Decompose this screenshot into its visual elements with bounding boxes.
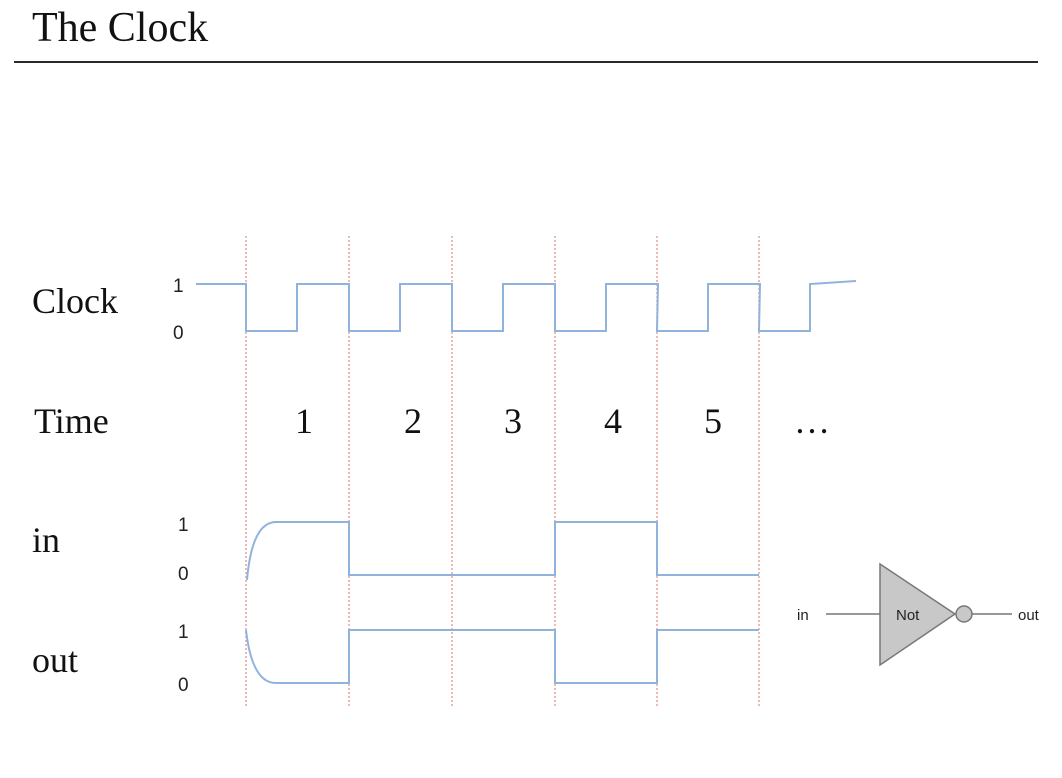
out-waveform [245,629,759,684]
out-low-label: 0 [178,675,189,696]
gate-triangle [879,562,957,667]
inversion-bubble [955,605,973,623]
not-gate: in Not out [797,562,1040,667]
clock-low-label: 0 [173,323,184,344]
clock-waveform [196,280,857,332]
out-row-label: out [32,640,78,680]
time-row-label: Time [34,401,109,441]
in-high-label: 1 [178,515,189,536]
in-row-label: in [32,520,60,560]
gate-label: Not [896,607,920,624]
title-rule [14,61,1038,63]
clock-high-label: 1 [173,276,184,297]
gate-input-label: in [797,607,809,624]
time-step-4: 4 [604,401,622,441]
slide-title: The Clock [32,5,209,51]
time-step-5: 5 [704,401,722,441]
clock-row-label: Clock [32,281,118,321]
time-step-1: 1 [295,401,313,441]
in-low-label: 0 [178,564,189,585]
time-step-2: 2 [404,401,422,441]
time-step-labels: 1 2 3 4 5 … [295,401,830,441]
time-step-6: … [794,401,830,441]
out-high-label: 1 [178,622,189,643]
in-waveform [246,521,759,581]
time-step-3: 3 [504,401,522,441]
gate-output-label: out [1018,607,1040,624]
